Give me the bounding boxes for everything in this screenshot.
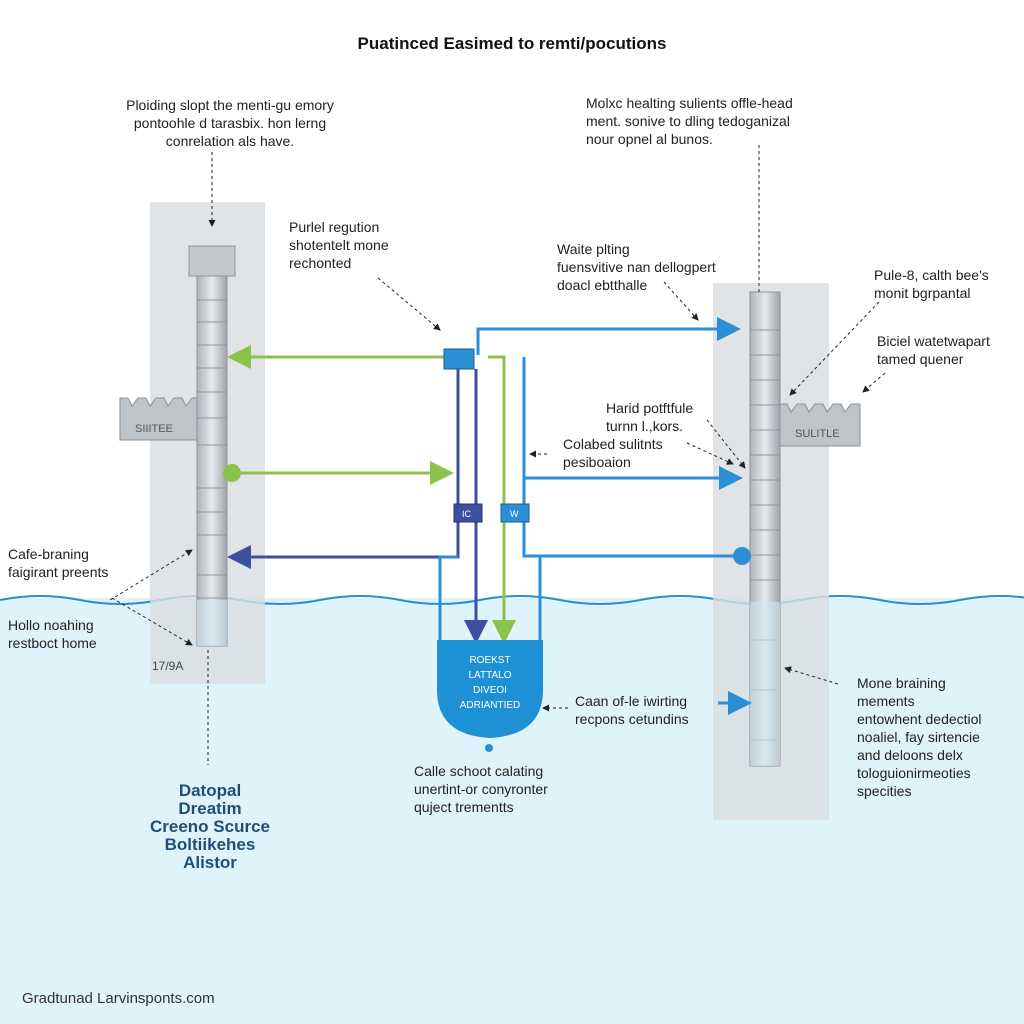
label-line: Waite plting xyxy=(557,241,630,257)
label-line: tologuionirmeoties xyxy=(857,765,971,781)
label-line: Molxc healting sulients offle-head xyxy=(586,95,793,111)
label-colabed: Colabed sulitnts pesiboaion xyxy=(563,435,713,471)
right-rack-tag: SULITLE xyxy=(795,428,840,440)
label-line: unertint-or conyronter xyxy=(414,781,548,797)
label-line: Cafe-braning xyxy=(8,546,89,562)
depth-tag: 17/9A xyxy=(152,659,183,673)
tank-line-1: ROEKST xyxy=(469,655,510,666)
label-pule: Pule-8, calth bee's monit bgrpantal xyxy=(874,266,1014,302)
label-line: turnn l.,kors. xyxy=(606,418,684,434)
label-line: and deloons delx xyxy=(857,747,963,763)
label-line: Purlel regution xyxy=(289,219,380,235)
label-line: Caan of-le iwirting xyxy=(575,693,688,709)
collection-tank xyxy=(437,640,543,738)
tank-labels: ROEKST LATTALO DIVEOI ADRIANTIED xyxy=(460,655,521,711)
left-column xyxy=(188,245,236,647)
label-line: rechonted xyxy=(289,255,352,271)
label-line: Hollo noahing xyxy=(8,617,94,633)
label-biciel: Biciel watetwapart tamed quener xyxy=(877,332,1017,368)
label-cafe-braning: Cafe-braning faigirant preents xyxy=(8,545,138,581)
navy-pipe-lower xyxy=(227,369,460,569)
brand-line: Boltiikehes xyxy=(164,835,256,854)
valve-b-tag: W xyxy=(510,509,519,519)
diagram-title: Puatinced Easimed to remti/pocutions xyxy=(357,34,667,53)
label-line: nour opnel al bunos. xyxy=(586,131,713,147)
left-rack-tag: SIIITEE xyxy=(135,423,173,435)
label-line: pesiboaion xyxy=(563,454,631,470)
label-line: restboct home xyxy=(8,635,97,651)
brand-line: Datopal xyxy=(178,781,242,800)
label-waite: Waite plting fuensvitive nan dellogpert … xyxy=(557,240,757,294)
label-line: faigirant preents xyxy=(8,564,109,580)
brand-line: Dreatim xyxy=(178,799,242,818)
label-mone: Mone braining mements entowhent dedectio… xyxy=(857,674,1017,800)
tank-drip xyxy=(485,744,493,752)
label-line: entowhent dedectiol xyxy=(857,711,982,727)
blue-pipe-tank-left xyxy=(438,555,458,640)
label-line: pontoohle d tarasbix. hon lerng xyxy=(133,115,327,131)
valve-a-tag: IC xyxy=(462,509,472,519)
green-pipe-down xyxy=(488,355,516,644)
label-top-right: Molxc healting sulients offle-head ment.… xyxy=(586,94,846,148)
blue-pipe-tank-right xyxy=(522,357,542,640)
valve-b[interactable] xyxy=(500,503,530,523)
blue-pipe-top xyxy=(476,317,741,355)
label-line: Ploiding slopt the menti-gu emory xyxy=(126,97,334,113)
tank-line-3: DIVEOI xyxy=(473,685,507,696)
label-line: quject trementts xyxy=(414,799,514,815)
brand-line: Creeno Scurce xyxy=(150,817,270,836)
label-line: shotentelt mone xyxy=(289,237,389,253)
label-line: Biciel watetwapart xyxy=(877,333,990,349)
label-line: Colabed sulitnts xyxy=(563,436,663,452)
label-line: conrelation als have. xyxy=(165,133,295,149)
label-hollo: Hollo noahing restboct home xyxy=(8,616,138,652)
tank-line-2: LATTALO xyxy=(469,670,512,681)
label-line: mements xyxy=(857,693,915,709)
tank-line-4: ADRIANTIED xyxy=(460,700,521,711)
label-line: fuensvitive nan dellogpert xyxy=(557,259,716,275)
right-rack xyxy=(778,403,861,447)
label-line: recpons cetundins xyxy=(575,711,689,727)
valve-a[interactable] xyxy=(453,503,483,523)
label-line: tamed quener xyxy=(877,351,964,367)
label-caan: Caan of-le iwirting recpons cetundins xyxy=(575,692,725,728)
label-purlel: Purlel regution shotentelt mone rechonte… xyxy=(289,218,429,272)
top-manifold-valve[interactable] xyxy=(443,348,475,370)
label-line: Pule-8, calth bee's xyxy=(874,267,989,283)
label-line: Mone braining xyxy=(857,675,946,691)
right-column xyxy=(749,291,781,767)
label-line: specities xyxy=(857,783,912,799)
label-line: ment. sonive to dling tedoganizal xyxy=(586,113,790,129)
label-line: noaliel, fay sirtencie xyxy=(857,729,980,745)
footer-credit[interactable]: Gradtunad Larvinsponts.com xyxy=(22,990,215,1007)
label-calle: Calle schoot calating unertint-or conyro… xyxy=(414,762,584,816)
pipe-network xyxy=(227,317,752,715)
left-column-green-bulb xyxy=(223,464,241,482)
brand-block: Datopal Dreatim Creeno Scurce Boltiikehe… xyxy=(120,782,300,872)
label-line: monit bgrpantal xyxy=(874,285,971,301)
label-top-left: Ploiding slopt the menti-gu emory pontoo… xyxy=(100,96,360,150)
right-column-blue-bulb xyxy=(733,547,751,565)
label-harid: Harid potftfule turnn l.,kors. xyxy=(606,399,746,435)
label-line: doacl ebtthalle xyxy=(557,277,648,293)
leader-lines xyxy=(109,145,886,765)
brand-line: Alistor xyxy=(183,853,237,872)
label-line: Calle schoot calating xyxy=(414,763,544,779)
label-line: Harid potftfule xyxy=(606,400,694,416)
